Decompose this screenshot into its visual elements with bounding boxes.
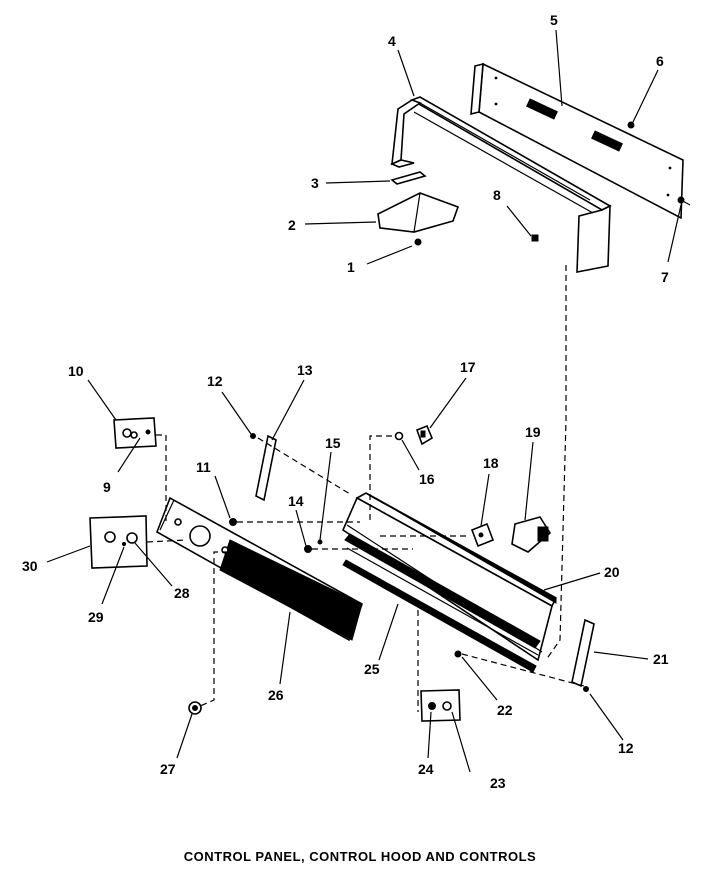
part-14-nut [304, 545, 312, 553]
part-4-control-hood [390, 96, 612, 273]
callout-3: 3 [311, 175, 319, 191]
callout-10: 10 [68, 363, 84, 379]
callout-2: 2 [288, 217, 296, 233]
callout-9: 9 [103, 479, 111, 495]
part-25-trim-strip [342, 533, 541, 673]
part-27-knob [188, 701, 202, 715]
assembly-lines [146, 265, 585, 712]
part-16-nut [394, 431, 404, 441]
part-15-clip [317, 539, 323, 545]
part-8-clip [531, 234, 539, 242]
part-12-screw-upper [250, 433, 256, 439]
part-1-screw [414, 238, 422, 246]
callout-8: 8 [493, 187, 501, 203]
part-10-switch-housing [113, 417, 157, 449]
part-18-switch [470, 522, 495, 548]
callout-1: 1 [347, 259, 355, 275]
callout-19: 19 [525, 424, 541, 440]
callout-numbers: 1 2 3 4 5 6 7 8 9 10 11 12 12 13 14 15 1… [22, 12, 669, 791]
callout-25: 25 [364, 661, 380, 677]
part-5-back-panel [470, 62, 684, 220]
callout-20: 20 [604, 564, 620, 580]
part-7-screw [677, 196, 691, 206]
part-23-switch-housing [420, 689, 461, 722]
part-13-side-strip [255, 434, 277, 502]
part-30-switch-housing [89, 515, 148, 569]
callout-23: 23 [490, 775, 506, 791]
leader-lines [46, 29, 682, 773]
part-6-screw [627, 121, 635, 129]
callout-26: 26 [268, 687, 284, 703]
part-21-end-strip [571, 618, 595, 688]
part-19-timer-motor [511, 516, 552, 553]
part-12-screw-lower [583, 686, 589, 692]
callout-4: 4 [388, 33, 396, 49]
callout-15: 15 [325, 435, 341, 451]
callout-22: 22 [497, 702, 513, 718]
callout-6: 6 [656, 53, 664, 69]
callout-5: 5 [550, 12, 558, 28]
callout-11: 11 [196, 459, 211, 475]
callout-27: 27 [160, 761, 176, 777]
callout-13: 13 [297, 362, 313, 378]
part-26-control-overlay [156, 496, 363, 642]
callout-12a: 12 [207, 373, 223, 389]
diagram-caption: CONTROL PANEL, CONTROL HOOD AND CONTROLS [183, 849, 537, 864]
callout-29: 29 [88, 609, 104, 625]
callout-12b: 12 [618, 740, 634, 756]
callout-24: 24 [418, 761, 434, 777]
callout-28: 28 [174, 585, 190, 601]
callout-30: 30 [22, 558, 38, 574]
part-2-mounting-bracket [377, 192, 460, 233]
part-17-switch [415, 424, 434, 446]
part-22-nut [454, 650, 462, 658]
callout-17: 17 [460, 359, 476, 375]
part-3-bracket [390, 171, 427, 185]
callout-14: 14 [288, 493, 304, 509]
callout-21: 21 [653, 651, 669, 667]
callout-18: 18 [483, 455, 499, 471]
part-11-nut [229, 518, 237, 526]
callout-7: 7 [661, 269, 669, 285]
callout-16: 16 [419, 471, 435, 487]
part-20-control-panel-body [341, 492, 558, 662]
